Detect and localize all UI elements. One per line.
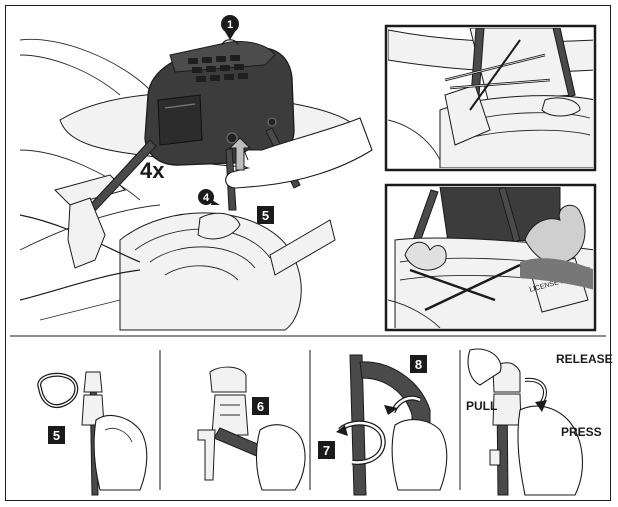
rotate-arrow-icon (336, 425, 348, 436)
callout-4-number: 4 (203, 192, 210, 204)
callout-8: 8 (410, 355, 427, 373)
callout-6: 6 (252, 397, 269, 415)
release-label: RELEASE (556, 352, 613, 366)
step-panel-5: 5 (37, 371, 148, 496)
inset-top (384, 24, 597, 172)
plate-bracket (269, 219, 336, 276)
main-illustration: 4x 1 4 5 (19, 15, 373, 331)
hand-main (225, 117, 373, 189)
pull-label: PULL (466, 399, 497, 413)
arrow-up-icon (228, 137, 252, 171)
callout-6-number: 6 (257, 399, 264, 414)
strap-buckle-left (67, 197, 106, 269)
strap-buckle-rear (197, 212, 241, 240)
tail-bag (144, 39, 295, 166)
callout-7: 7 (318, 441, 335, 459)
callout-1-number: 1 (227, 19, 233, 31)
press-label: PRESS (561, 425, 602, 439)
callout-5-step: 5 (48, 426, 65, 444)
callout-1: 1 (221, 15, 239, 40)
step-panel-release: RELEASE PULL PRESS (466, 348, 613, 496)
step-panel-7-8: 8 7 (318, 354, 448, 496)
step-panel-6: 6 (197, 366, 306, 491)
curved-arrow-icon (384, 405, 398, 415)
strap-front-left (89, 139, 157, 211)
release-arrow-icon (535, 400, 547, 412)
callout-5-main-number: 5 (262, 208, 269, 223)
callout-5-step-number: 5 (53, 428, 60, 443)
callout-4: 4 (198, 189, 220, 205)
callout-7-number: 7 (323, 443, 330, 458)
outer-frame (5, 5, 611, 501)
quantity-label: 4x (140, 158, 165, 183)
inset-bottom: LICENSE PLATE (384, 183, 597, 332)
callout-5-main: 5 (257, 206, 274, 224)
callout-8-number: 8 (415, 357, 422, 372)
